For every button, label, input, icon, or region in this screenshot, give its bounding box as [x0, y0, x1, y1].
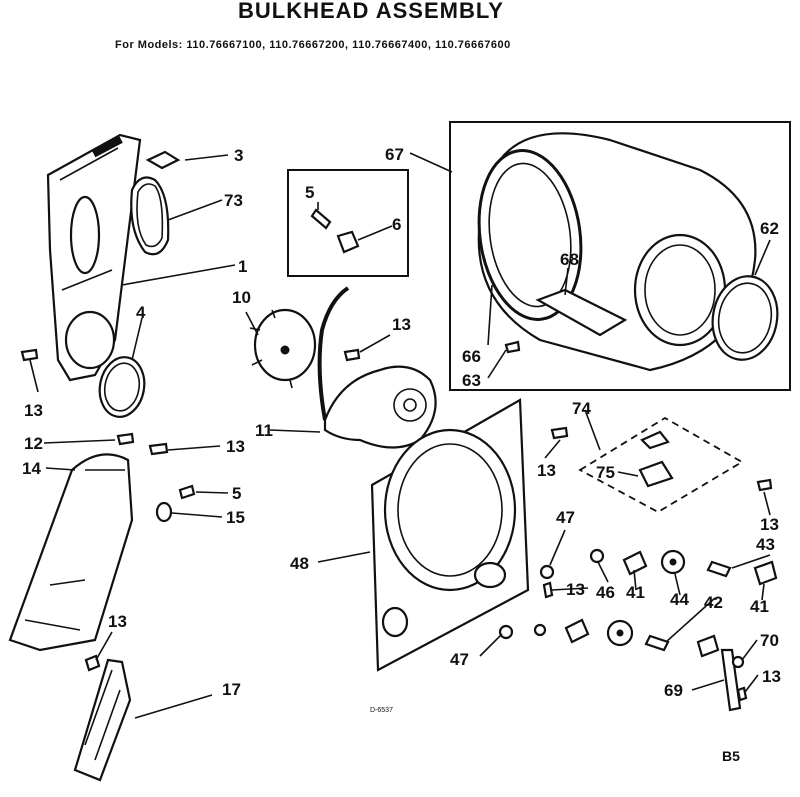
callout-12: 12 [24, 434, 43, 453]
callout-13-c: 13 [226, 437, 245, 456]
leader-lines [29, 152, 771, 719]
callout-44: 44 [670, 590, 689, 609]
callout-13-d: 13 [108, 612, 127, 631]
callout-69: 69 [664, 681, 683, 700]
screw-5-b [178, 484, 196, 500]
callout-75: 75 [596, 463, 615, 482]
bearing-housing-14 [8, 453, 134, 652]
callout-4: 4 [136, 303, 146, 322]
roller-41-a [622, 550, 648, 576]
screw-13-g [542, 581, 554, 599]
axle-43 [706, 560, 732, 578]
front-bulkhead-panel [46, 133, 142, 382]
callout-70: 70 [760, 631, 779, 650]
callout-10: 10 [232, 288, 251, 307]
screw-13-f [756, 478, 773, 492]
dashed-box-74 [578, 416, 744, 514]
callout-1: 1 [238, 257, 247, 276]
bracket-69 [720, 648, 742, 712]
bracket-17 [73, 658, 132, 782]
model-list: For Models: 110.76667100, 110.76667200, … [115, 39, 511, 51]
callout-13-e: 13 [537, 461, 556, 480]
callout-17: 17 [222, 680, 241, 699]
screw-13-b [343, 348, 361, 362]
washer-46 [589, 548, 605, 564]
rear-housing-11 [323, 365, 437, 449]
callout-73: 73 [224, 191, 243, 210]
gasket-73 [130, 176, 170, 256]
callout-5-b: 5 [232, 484, 241, 503]
wheel-44-b [606, 619, 634, 647]
callout-41-b: 41 [750, 597, 769, 616]
roller-41-d [696, 634, 720, 658]
callout-42: 42 [704, 593, 723, 612]
washer-47-b [498, 624, 514, 640]
drum-67 [477, 132, 757, 372]
callout-13-b: 13 [392, 315, 411, 334]
diagram-title: BULKHEAD ASSEMBLY [238, 0, 504, 23]
callout-15: 15 [226, 508, 245, 527]
callout-46: 46 [596, 583, 615, 602]
roller-41-b [753, 560, 778, 586]
idler-pulley-10 [249, 308, 317, 389]
callout-14: 14 [22, 459, 41, 478]
callout-62: 62 [760, 219, 779, 238]
callout-67: 67 [385, 145, 404, 164]
clip-3 [145, 150, 181, 170]
callout-43: 43 [756, 535, 775, 554]
callout-41-a: 41 [626, 583, 645, 602]
callout-63: 63 [462, 371, 481, 390]
drawing-number: D-6537 [370, 707, 393, 714]
page-code: B5 [722, 748, 740, 764]
drive-belt [317, 286, 350, 421]
callout-labels: 3 73 1 4 13 12 13 14 5 15 13 17 5 6 10 1… [22, 145, 781, 700]
clip-70 [731, 655, 745, 669]
callout-74: 74 [572, 399, 591, 418]
screw-12 [116, 432, 135, 446]
screw-13-e [550, 426, 569, 440]
rear-bulkhead-48 [370, 398, 530, 672]
screw-13-c [148, 442, 169, 456]
roller-41-c [564, 618, 590, 644]
callout-68: 68 [560, 250, 579, 269]
callout-47-a: 47 [556, 508, 575, 527]
baffle-68 [535, 288, 628, 337]
inset-box [287, 169, 409, 277]
callout-48: 48 [290, 554, 309, 573]
washer-47-c [533, 623, 547, 637]
screw-13-h [736, 686, 748, 702]
callout-11: 11 [255, 421, 273, 440]
callout-13-f: 13 [760, 515, 779, 534]
washer-47-a [539, 564, 555, 580]
bushing-15 [155, 501, 173, 523]
callout-13-h: 13 [762, 667, 781, 686]
callout-66: 66 [462, 347, 481, 366]
drum-group-box [449, 121, 791, 391]
screw-63 [504, 340, 521, 354]
callout-47-b: 47 [450, 650, 469, 669]
ring-4 [98, 356, 146, 418]
callout-6: 6 [392, 215, 401, 234]
wheel-44-a [660, 549, 686, 575]
callout-13-g: 13 [566, 580, 585, 599]
screw-13-a [20, 348, 39, 362]
axle-42 [644, 634, 670, 652]
callout-5-a: 5 [305, 183, 314, 202]
drum-seal-62 [711, 275, 779, 361]
callout-3: 3 [234, 146, 243, 165]
callout-13-a: 13 [24, 401, 43, 420]
